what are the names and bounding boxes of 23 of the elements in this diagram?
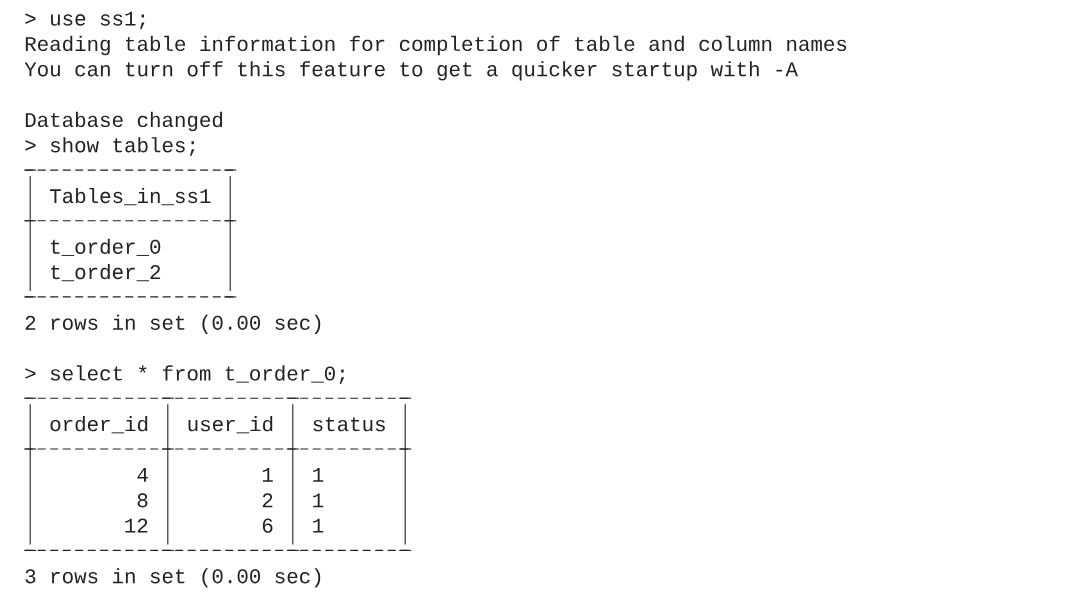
table-cell: 6	[262, 518, 273, 533]
command-line: > select * from t_order_0;	[25, 365, 345, 385]
output-line: Reading table information for completion of table and column names	[25, 35, 847, 56]
table-cell: 8	[137, 493, 148, 508]
table-cell: t_order_2	[51, 263, 161, 282]
table-cell: t_order_0	[51, 238, 161, 256]
command-line: > show tables;	[25, 137, 195, 156]
command-line: > use ss1;	[25, 11, 145, 30]
output-line: Database changed	[25, 111, 223, 132]
table-cell: 4	[137, 468, 148, 482]
table-cell: 12	[125, 518, 148, 533]
table-cell: 1	[313, 518, 324, 533]
output-line: You can turn off this feature to get a quicker startup with -A	[24, 61, 798, 81]
column-header: Tables_in_ss1	[49, 187, 211, 206]
output-line: 3 rows in set (0.00 sec)	[25, 568, 321, 588]
table-cell: 1	[262, 468, 273, 482]
column-header: status	[313, 417, 385, 432]
table-cell: 2	[262, 493, 273, 508]
output-line: 2 rows in set (0.00 sec)	[25, 314, 321, 334]
table-cell: 1	[313, 468, 324, 482]
column-header: user_id	[188, 416, 273, 434]
column-header: order_id	[50, 416, 148, 434]
table-cell: 1	[313, 493, 324, 508]
